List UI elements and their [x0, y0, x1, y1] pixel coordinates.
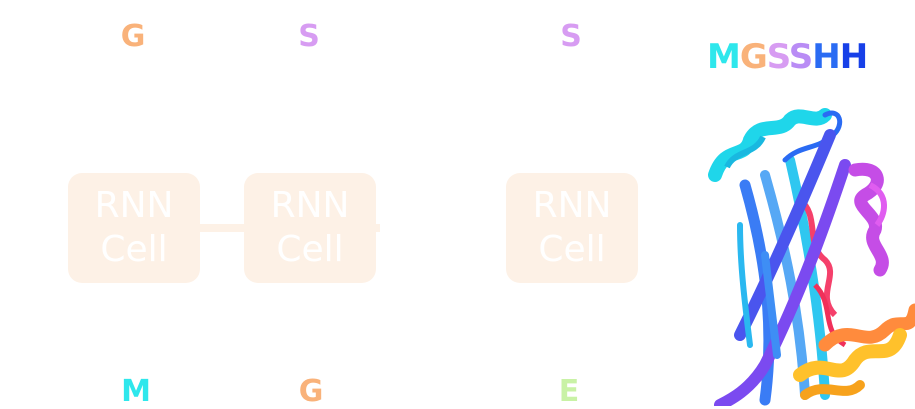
sequence-letter-6: H — [839, 37, 868, 77]
sequence-label: MGSSHH — [707, 37, 868, 77]
output-letter-2: S — [298, 19, 320, 54]
sequence-letter-1: M — [707, 37, 741, 77]
sequence-letter-2: G — [739, 37, 768, 77]
input-letter-1: M — [121, 374, 151, 409]
rnn-cell-1-line2: Cell — [100, 229, 168, 270]
rnn-cell-1: RNN Cell — [68, 173, 200, 283]
sequence-letter-5: H — [812, 37, 840, 77]
output-letter-1: G — [120, 19, 146, 54]
rnn-cell-3: RNN Cell — [506, 173, 638, 283]
input-letter-2: G — [298, 374, 324, 409]
sequence-letter-3: S — [766, 37, 790, 77]
rnn-cell-3-line2: Cell — [538, 229, 606, 270]
sequence-letter-4: S — [788, 37, 813, 77]
input-letter-3: E — [558, 374, 580, 409]
cell-connector-1 — [200, 224, 244, 232]
rnn-cell-3-line1: RNN — [532, 185, 612, 226]
protein-structure-icon — [708, 108, 915, 406]
output-letter-3: S — [560, 19, 582, 54]
cell-connector-2 — [376, 224, 380, 232]
rnn-cell-1-line1: RNN — [94, 185, 174, 226]
rnn-cell-2-line1: RNN — [270, 185, 350, 226]
rnn-cell-2-line2: Cell — [276, 229, 344, 270]
rnn-cell-2: RNN Cell — [244, 173, 376, 283]
